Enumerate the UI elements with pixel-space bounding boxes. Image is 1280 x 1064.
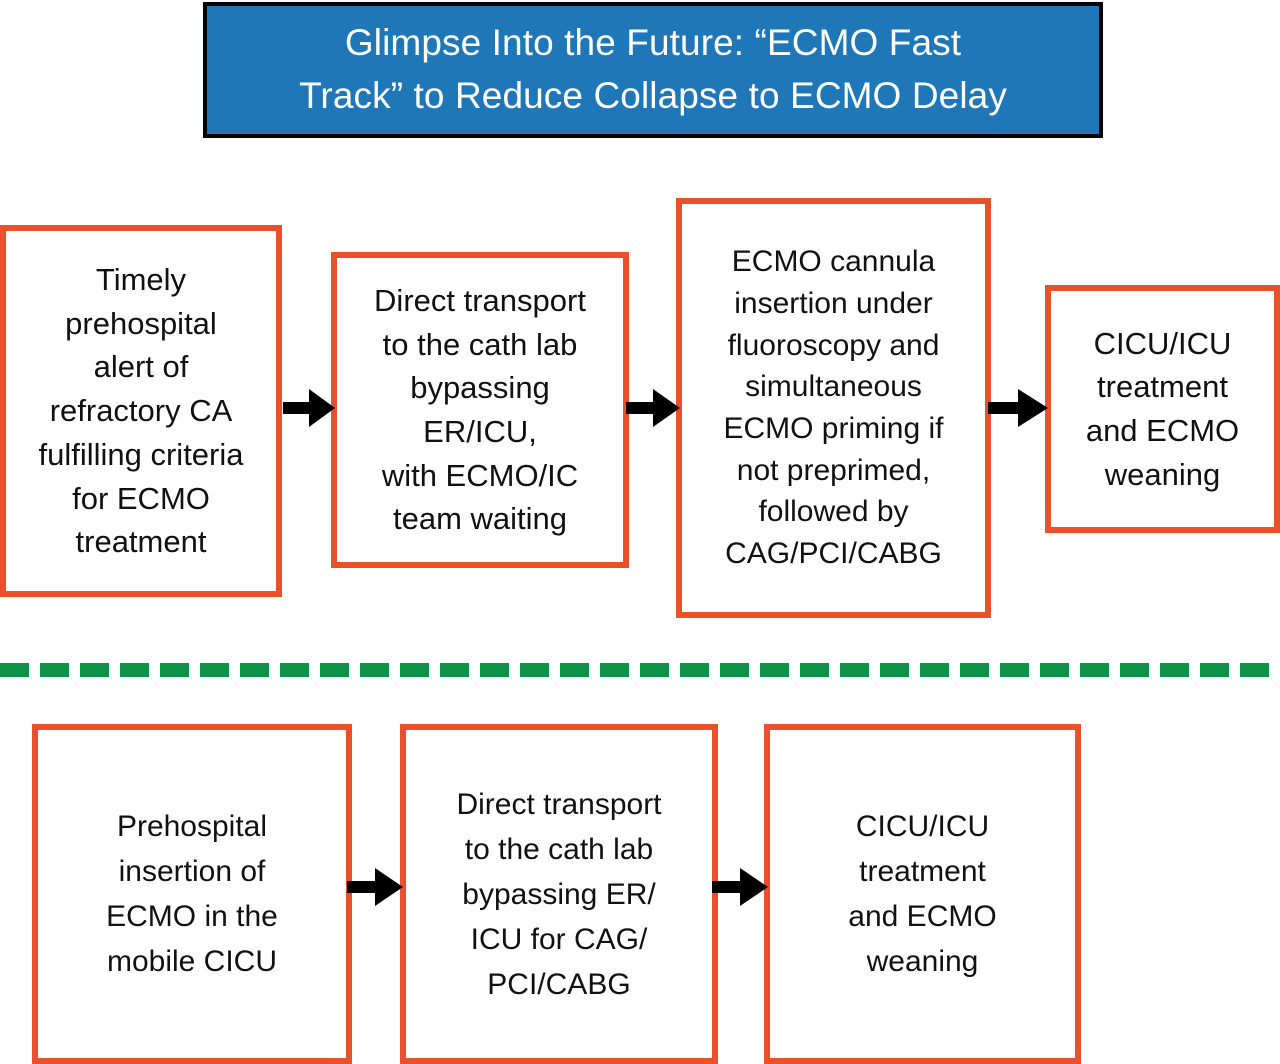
divider-dash [400,663,429,677]
divider-dash [560,663,589,677]
divider-dash [160,663,189,677]
divider-dash [1120,663,1149,677]
divider-dash [40,663,69,677]
green-dashed-separator [0,663,1280,677]
title-banner: Glimpse Into the Future: “ECMO Fast Trac… [203,2,1103,138]
divider-dash [240,663,269,677]
process-box-cicu-weaning-upper: CICU/ICU treatment and ECMO weaning [1045,285,1280,533]
divider-dash [880,663,909,677]
arrow-right-icon [347,868,403,906]
divider-dash [200,663,229,677]
process-box-ecmo-cannula-insertion-label: ECMO cannula insertion under fluoroscopy… [723,245,944,571]
divider-dash [1240,663,1269,677]
divider-dash [920,663,949,677]
divider-dash [120,663,149,677]
divider-dash [520,663,549,677]
divider-dash [80,663,109,677]
arrow-right-icon [712,868,768,906]
divider-dash [960,663,989,677]
divider-dash [1080,663,1109,677]
process-box-direct-transport-lower: Direct transport to the cath lab bypassi… [400,724,718,1064]
divider-dash [0,663,29,677]
divider-dash [840,663,869,677]
divider-dash [1000,663,1029,677]
divider-dash [800,663,829,677]
arrow-right-icon [988,389,1048,427]
arrow-right-icon [626,389,680,427]
process-box-timely-alert-label: Timely prehospital alert of refractory C… [38,262,244,560]
process-box-direct-transport-lower-label: Direct transport to the cath lab bypassi… [456,787,662,1001]
divider-dash [720,663,749,677]
divider-dash [600,663,629,677]
divider-dash [1160,663,1189,677]
process-box-prehospital-ecmo-insertion: Prehospital insertion of ECMO in the mob… [32,724,352,1064]
process-box-direct-transport-upper: Direct transport to the cath lab bypassi… [331,252,629,568]
process-box-cicu-weaning-lower-label: CICU/ICU treatment and ECMO weaning [848,810,997,978]
divider-dash [1040,663,1069,677]
process-box-prehospital-ecmo-insertion-label: Prehospital insertion of ECMO in the mob… [106,810,278,978]
divider-dash [440,663,469,677]
arrow-right-icon [283,389,335,427]
title-text: Glimpse Into the Future: “ECMO Fast Trac… [299,22,1007,116]
divider-dash [320,663,349,677]
divider-dash [760,663,789,677]
divider-dash [640,663,669,677]
divider-dash [280,663,309,677]
divider-dash [360,663,389,677]
process-box-cicu-weaning-upper-label: CICU/ICU treatment and ECMO weaning [1085,325,1240,492]
divider-dash [680,663,709,677]
divider-dash [480,663,509,677]
process-box-cicu-weaning-lower: CICU/ICU treatment and ECMO weaning [764,724,1081,1064]
process-box-direct-transport-upper-label: Direct transport to the cath lab bypassi… [374,282,586,537]
divider-dash [1200,663,1229,677]
process-box-ecmo-cannula-insertion: ECMO cannula insertion under fluoroscopy… [676,198,991,618]
process-box-timely-alert: Timely prehospital alert of refractory C… [0,225,282,597]
